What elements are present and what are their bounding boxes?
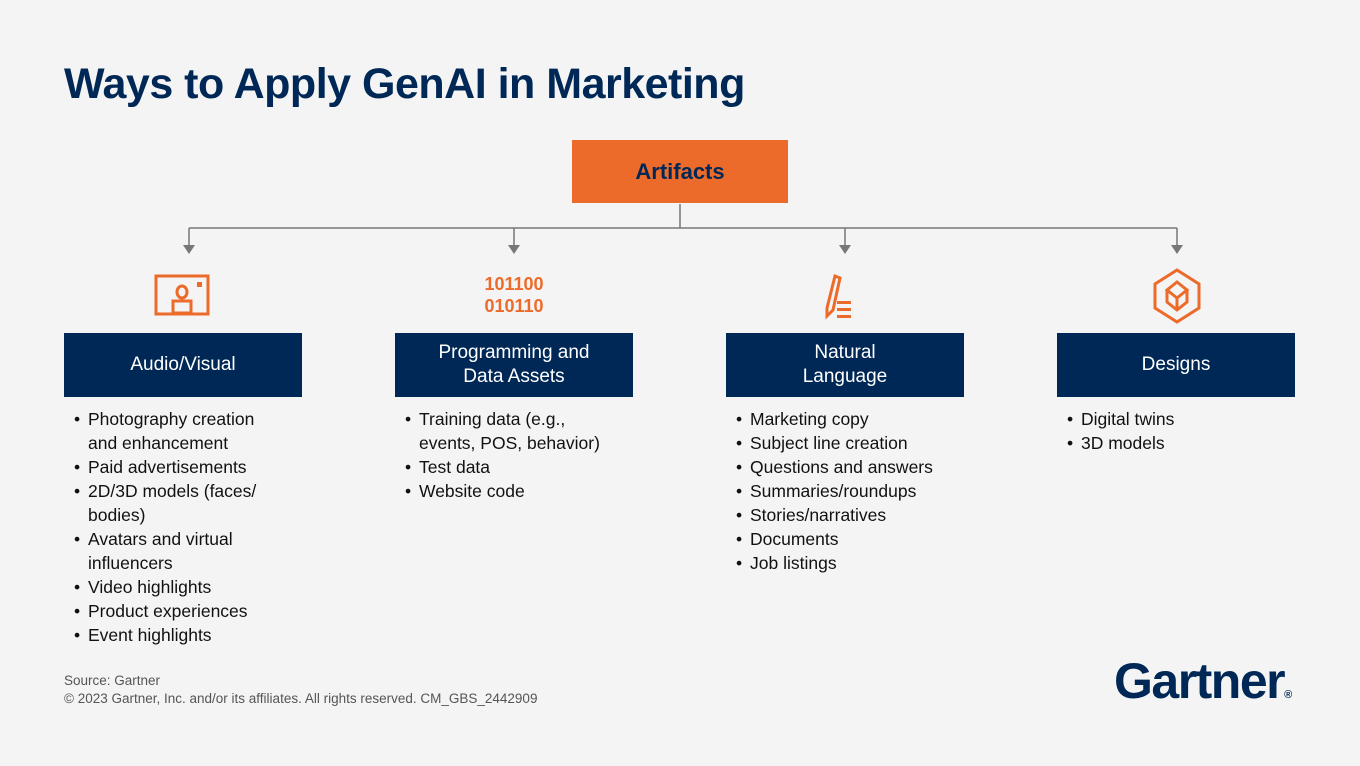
list-item: Documents <box>736 527 970 551</box>
list-item: 3D models <box>1067 431 1301 455</box>
copyright-note: © 2023 Gartner, Inc. and/or its affiliat… <box>64 691 538 706</box>
designs-list: Digital twins 3D models <box>1057 407 1301 455</box>
arrow-icon <box>508 245 520 254</box>
list-item: Video highlights <box>74 575 288 599</box>
natural-language-list: Marketing copy Subject line creation Que… <box>726 407 970 575</box>
list-item: Summaries/roundups <box>736 479 970 503</box>
programming-list: Training data (e.g., events, POS, behavi… <box>395 407 619 503</box>
footer: Source: Gartner © 2023 Gartner, Inc. and… <box>64 672 537 708</box>
list-item: Marketing copy <box>736 407 970 431</box>
logo-text: Gartner <box>1114 653 1286 709</box>
gartner-logo: Gartner® <box>1114 652 1292 710</box>
svg-text:010110: 010110 <box>484 296 543 316</box>
pencil-text-icon <box>825 273 851 320</box>
list-item: 2D/3D models (faces/ bodies) <box>74 479 288 527</box>
list-item: Product experiences <box>74 599 288 623</box>
list-item: Website code <box>405 479 619 503</box>
list-item: Avatars and virtual influencers <box>74 527 288 575</box>
binary-code-icon: 101100 010110 <box>484 274 543 316</box>
registered-mark: ® <box>1284 689 1293 701</box>
list-item: Test data <box>405 455 619 479</box>
audio-visual-list: Photography creation and enhancement Pai… <box>64 407 288 647</box>
arrow-icon <box>1171 245 1183 254</box>
list-item: Digital twins <box>1067 407 1301 431</box>
root-node-artifacts: Artifacts <box>572 140 788 203</box>
arrow-icon <box>183 245 195 254</box>
page-title: Ways to Apply GenAI in Marketing <box>64 60 745 108</box>
photo-portrait-icon <box>154 274 210 316</box>
cube-icon <box>1153 268 1201 324</box>
category-designs: Designs <box>1057 333 1295 397</box>
arrow-icon <box>839 245 851 254</box>
list-item: Training data (e.g., events, POS, behavi… <box>405 407 619 455</box>
list-item: Paid advertisements <box>74 455 288 479</box>
list-item: Stories/narratives <box>736 503 970 527</box>
category-audio-visual: Audio/Visual <box>64 333 302 397</box>
list-item: Event highlights <box>74 623 288 647</box>
svg-text:101100: 101100 <box>484 274 543 294</box>
category-natural-language: Natural Language <box>726 333 964 397</box>
list-item: Questions and answers <box>736 455 970 479</box>
list-item: Photography creation and enhancement <box>74 407 288 455</box>
category-programming-data: Programming and Data Assets <box>395 333 633 397</box>
list-item: Subject line creation <box>736 431 970 455</box>
source-note: Source: Gartner <box>64 673 161 688</box>
list-item: Job listings <box>736 551 970 575</box>
